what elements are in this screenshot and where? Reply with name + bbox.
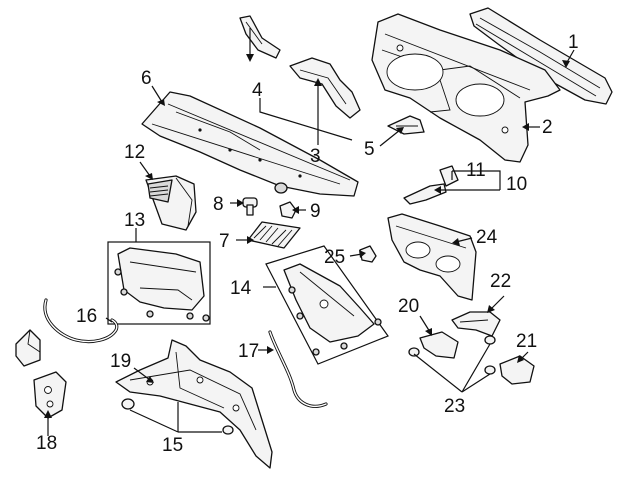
callout-1: 1 bbox=[568, 32, 579, 53]
callout-4: 4 bbox=[252, 80, 263, 101]
callout-23: 23 bbox=[444, 396, 465, 417]
callout-19: 19 bbox=[110, 351, 131, 372]
callout-21: 21 bbox=[516, 331, 537, 352]
leader-lines bbox=[44, 28, 575, 436]
callout-7: 7 bbox=[219, 231, 230, 252]
callout-6: 6 bbox=[141, 68, 152, 89]
part-4-bracket bbox=[239, 15, 281, 59]
callout-5: 5 bbox=[364, 139, 375, 160]
part-9-clip bbox=[279, 201, 297, 219]
part-8-plug bbox=[242, 197, 258, 216]
callout-22: 22 bbox=[490, 271, 511, 292]
callout-3: 3 bbox=[310, 146, 321, 167]
callout-9: 9 bbox=[310, 201, 321, 222]
callout-16: 16 bbox=[76, 306, 97, 327]
callout-15: 15 bbox=[162, 435, 183, 456]
part-10-bracket bbox=[403, 183, 447, 205]
part-16-hose bbox=[43, 298, 119, 344]
callout-8: 8 bbox=[213, 194, 224, 215]
part-12-insulator bbox=[145, 175, 197, 231]
callout-24: 24 bbox=[476, 227, 498, 248]
callout-12: 12 bbox=[124, 142, 145, 163]
callout-11: 11 bbox=[466, 160, 486, 181]
part-11-clip bbox=[439, 165, 459, 187]
callout-20: 20 bbox=[398, 296, 419, 317]
part-15-fasteners bbox=[121, 398, 234, 435]
part-5-bracket bbox=[387, 115, 425, 135]
callout-17: 17 bbox=[238, 341, 259, 362]
part-6-cowl-panel bbox=[141, 91, 359, 197]
part-3-reinforcement bbox=[289, 57, 361, 119]
callout-14: 14 bbox=[230, 278, 252, 299]
part-13-insulator bbox=[107, 241, 211, 325]
part-2-dash-panel bbox=[371, 13, 561, 163]
callout-18: 18 bbox=[36, 433, 57, 454]
part-25-clip bbox=[359, 245, 377, 263]
part-23-grommets bbox=[408, 335, 496, 375]
part-20-bracket bbox=[419, 331, 459, 359]
part-18-reinforcement bbox=[33, 371, 67, 419]
part-7-screen bbox=[247, 221, 301, 249]
part-24-bulkhead bbox=[387, 213, 477, 301]
callout-2: 2 bbox=[542, 117, 553, 138]
callout-13: 13 bbox=[124, 210, 145, 231]
part-1-cowl-upper-rail bbox=[469, 7, 613, 105]
connector-block bbox=[15, 329, 41, 367]
part-17-hose bbox=[268, 330, 328, 408]
part-22-bracket bbox=[451, 311, 501, 337]
part-21-bracket bbox=[499, 355, 535, 385]
callout-10: 10 bbox=[506, 174, 527, 195]
callout-25: 25 bbox=[324, 247, 345, 268]
part-14-insulator bbox=[265, 245, 389, 365]
